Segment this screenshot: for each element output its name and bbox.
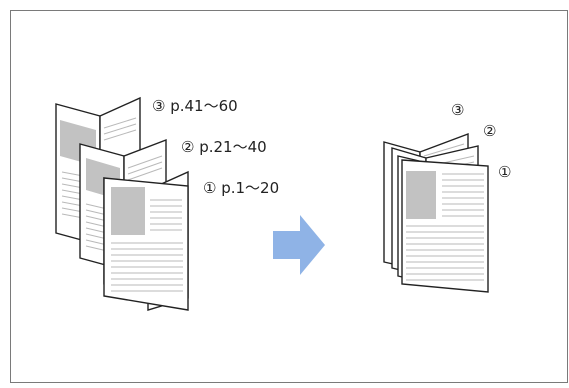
label-right-1: ①	[498, 163, 511, 181]
label-right-3: ③	[451, 101, 464, 119]
label-section-3: ③ p.41～60	[152, 97, 238, 115]
image-block	[111, 187, 145, 235]
booklet-left-1	[103, 170, 189, 311]
label-section-1: ① p.1～20	[203, 179, 279, 197]
label-section-2: ② p.21～40	[181, 138, 267, 156]
booklet-right-combined	[383, 132, 489, 293]
label-right-2: ②	[483, 122, 496, 140]
arrow-right-icon	[273, 215, 325, 275]
image-block	[406, 171, 436, 219]
